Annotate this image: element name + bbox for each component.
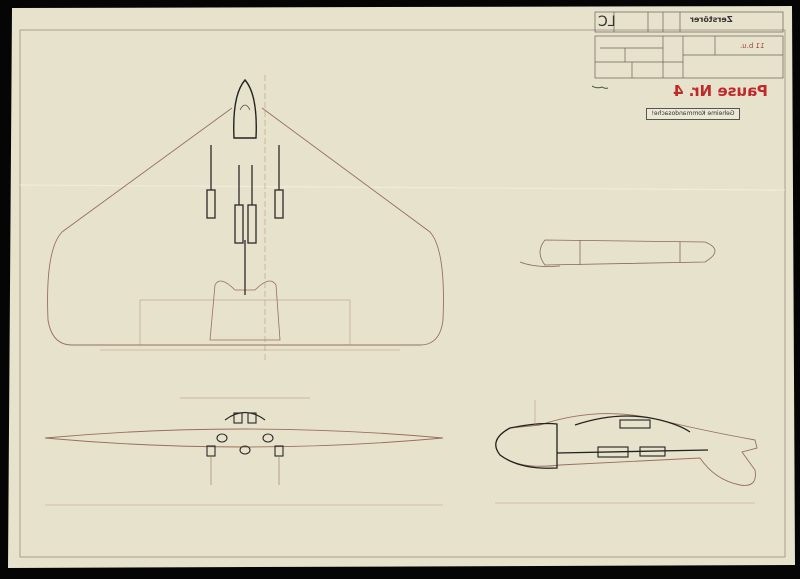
- front-view: [44, 397, 444, 506]
- plan-view: [47, 75, 444, 360]
- copy-number-stamp: Pause Nr. 4: [673, 82, 768, 100]
- paper: [8, 6, 795, 568]
- drawing-title: Zerstörer: [690, 15, 733, 24]
- side-view: [495, 400, 758, 504]
- drawing-border: [19, 29, 786, 558]
- gun-installations: [206, 145, 284, 295]
- revision-note: 11 b.u.: [740, 42, 765, 50]
- drawing-code: LC: [598, 14, 616, 30]
- classification-label: Geheime Kommandosache!: [646, 108, 740, 120]
- section-view: [519, 239, 716, 267]
- title-block: [594, 11, 784, 79]
